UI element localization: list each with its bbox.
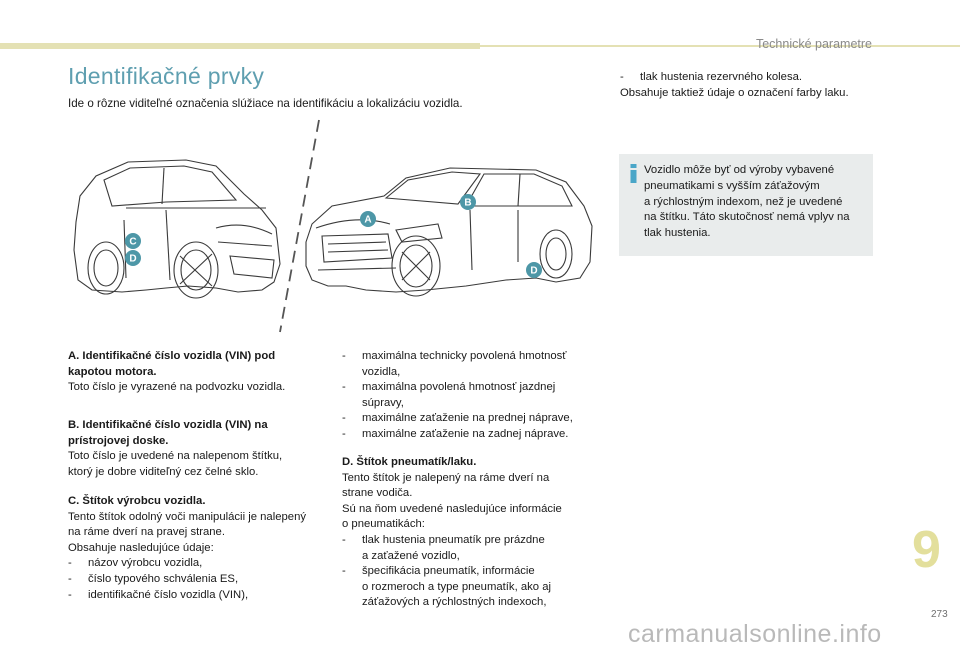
list-item: -číslo typového schválenia ES, <box>68 572 239 585</box>
item-c-text-1: Tento štítok odolný voči manipulácii je … <box>68 510 307 523</box>
svg-text:B: B <box>464 198 471 209</box>
item-d-continued: -tlak hustenia rezervného kolesa. Obsahu… <box>620 70 880 101</box>
svg-text:C: C <box>129 237 136 248</box>
item-c: C. Štítok výrobcu vozidla. Tento štítok … <box>68 494 338 603</box>
item-d-text-3: Sú na ňom uvedené nasledujúce informácie <box>342 502 562 515</box>
intro-text: Ide o rôzne viditeľné označenia slúžiace… <box>68 97 463 110</box>
header-bar-left <box>0 43 480 49</box>
marker-c: C <box>125 233 141 249</box>
left-car-body <box>73 159 281 293</box>
item-a-title-1: A. Identifikačné číslo vozidla (VIN) pod <box>68 350 276 362</box>
list-item: -identifikačné číslo vozidla (VIN), <box>68 588 249 601</box>
item-d-title: D. Štítok pneumatík/laku. <box>342 456 477 468</box>
page-number: 273 <box>931 609 948 620</box>
info-note-text: Vozidlo môže byť od výroby vybavené pneu… <box>644 164 850 240</box>
right-car-body <box>305 167 593 293</box>
item-c-title: C. Štítok výrobcu vozidla. <box>68 495 206 507</box>
list-item: -maximálne zaťaženie na zadnej náprave. <box>342 427 569 440</box>
marker-d-right: D <box>526 262 542 278</box>
item-d-text-2: strane vodiča. <box>342 487 413 500</box>
right-car-windshield <box>384 171 482 205</box>
item-b: B. Identifikačné číslo vozidla (VIN) na … <box>68 418 338 480</box>
header-bar-right <box>480 45 960 47</box>
watermark: carmanualsonline.info <box>628 620 882 648</box>
item-a-text: Toto číslo je vyrazené na podvozku vozid… <box>68 381 286 394</box>
chapter-number: 9 <box>912 521 941 579</box>
svg-text:D: D <box>530 266 537 277</box>
item-d: D. Štítok pneumatík/laku. Tento štítok j… <box>342 455 602 611</box>
section-title: Technické parametre <box>755 37 872 51</box>
item-b-text-2: ktorý je dobre viditeľný cez čelné sklo. <box>68 465 259 478</box>
info-icon <box>630 164 637 183</box>
item-d-text-4: o pneumatikách: <box>342 518 425 531</box>
item-a: A. Identifikačné číslo vozidla (VIN) pod… <box>68 349 338 396</box>
item-b-title-2: prístrojovej doske. <box>68 434 169 447</box>
vehicle-identification-illustration: C D A B D <box>73 119 593 333</box>
marker-a: A <box>360 211 376 227</box>
left-car-windows <box>103 165 238 207</box>
list-item: -tlak hustenia rezervného kolesa. <box>620 71 803 83</box>
info-note-box: Vozidlo môže byť od výroby vybavené pneu… <box>619 154 873 256</box>
marker-d-left: D <box>125 250 141 266</box>
item-d-text-1: Tento štítok je nalepený na ráme dverí n… <box>342 471 550 484</box>
list-item: -názov výrobcu vozidla, <box>68 557 203 570</box>
list-item: -maximálne zaťaženie na prednej náprave, <box>342 412 573 425</box>
item-a-title-2: kapotou motora. <box>68 365 157 378</box>
item-d-continued-text: Obsahuje taktiež údaje o označení farby … <box>620 86 849 99</box>
item-c-text-3: Obsahuje nasledujúce údaje: <box>68 541 214 554</box>
svg-text:A: A <box>364 215 371 226</box>
marker-b: B <box>460 194 476 210</box>
item-b-title-1: B. Identifikačné číslo vozidla (VIN) na <box>68 419 268 431</box>
divider-dashed-line <box>279 119 320 333</box>
item-b-text-1: Toto číslo je uvedené na nalepenom štítk… <box>68 450 283 463</box>
svg-text:D: D <box>129 254 136 265</box>
page-title: Identifikačné prvky <box>68 63 265 89</box>
item-c-text-2: na ráme dverí na pravej strane. <box>68 526 225 539</box>
